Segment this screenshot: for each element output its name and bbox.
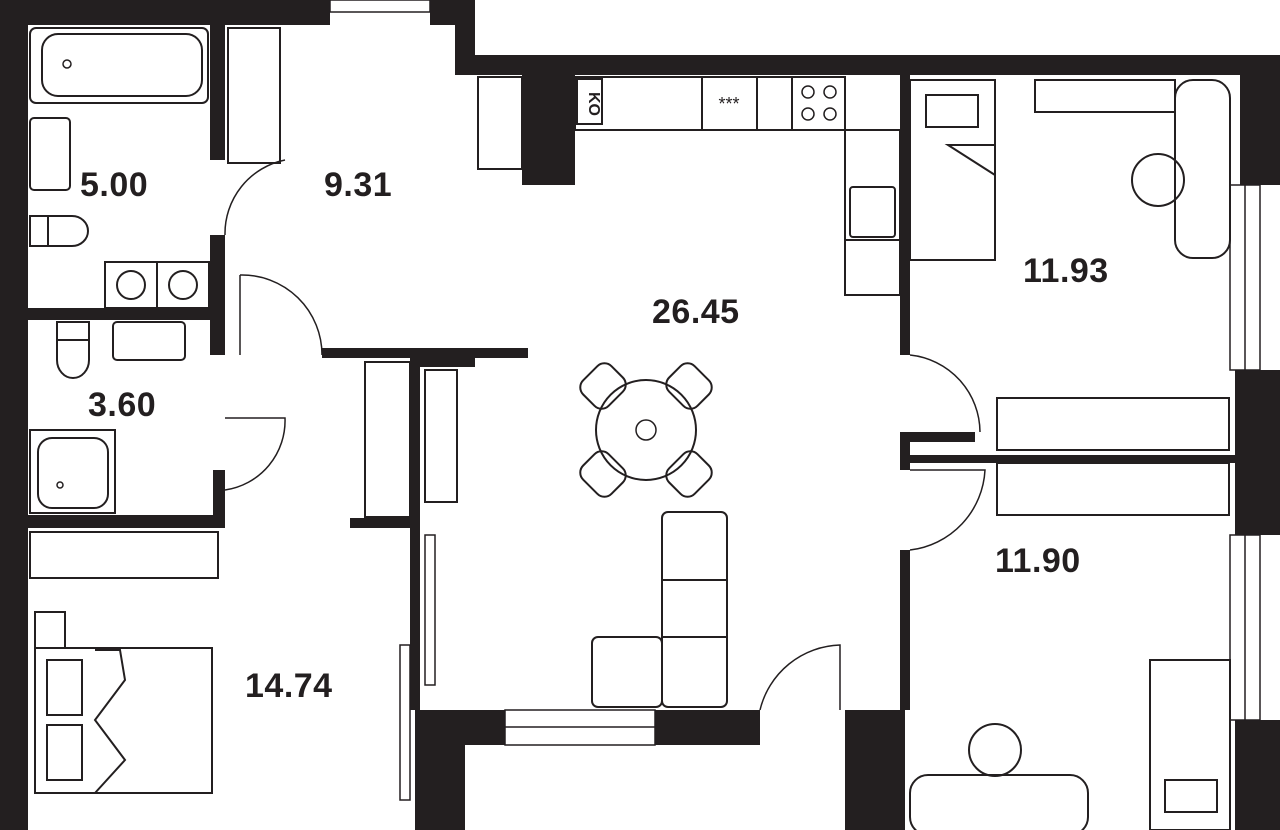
- room-area-hallway: 9.31: [324, 166, 393, 204]
- kitchen-counter: [477, 76, 901, 296]
- shower-icon: [29, 429, 116, 514]
- bed-icon: [34, 611, 213, 794]
- bed-icon: [1149, 659, 1231, 830]
- sink-icon: [29, 117, 71, 191]
- room-area-living-kitchen: 26.45: [652, 293, 740, 331]
- room-area-bedroom-bottom-right: 11.90: [995, 542, 1081, 580]
- desk-icon: [1034, 79, 1231, 259]
- windows: [329, 0, 1261, 801]
- room-area-bathroom-2: 3.60: [88, 386, 157, 424]
- room-area-bedroom-top-right: 11.93: [1023, 252, 1109, 290]
- bed-icon: [909, 79, 996, 261]
- dining-table-icon: [579, 362, 713, 498]
- toilet-icon: [56, 321, 90, 379]
- room-area-bathroom-1: 5.00: [80, 166, 149, 204]
- doors: [224, 159, 986, 711]
- desk-icon: [909, 723, 1089, 830]
- bathtub-icon: [29, 27, 209, 104]
- toilet-icon: [29, 215, 89, 247]
- fridge-label: KO: [585, 92, 602, 116]
- washing-machine-icon: [104, 261, 210, 309]
- dishwasher-label: ***: [718, 94, 739, 114]
- room-area-master-bedroom: 14.74: [245, 667, 333, 705]
- sofa-icon: [591, 511, 728, 708]
- wardrobe-icon: [29, 27, 1230, 579]
- sink-icon: [112, 321, 186, 361]
